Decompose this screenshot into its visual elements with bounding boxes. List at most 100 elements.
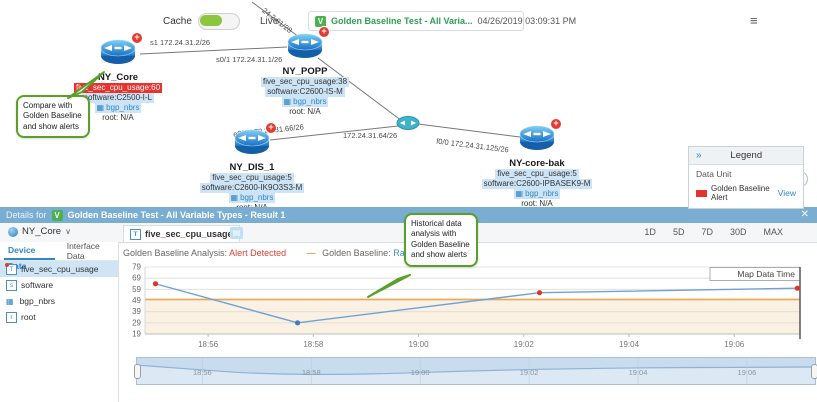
- runner-badge-icon: V: [315, 15, 326, 27]
- range-30d[interactable]: 30D: [729, 227, 747, 237]
- view-link[interactable]: View: [777, 188, 796, 198]
- data-unit[interactable]: software:C2500-I-L: [81, 93, 155, 103]
- baseline-line-icon: —: [306, 248, 316, 258]
- svg-text:18:56: 18:56: [198, 340, 219, 349]
- device-name[interactable]: NY_POPP: [282, 66, 328, 77]
- table-icon: ▦: [6, 296, 14, 306]
- svg-text:19:04: 19:04: [619, 340, 640, 349]
- map-menu-icon[interactable]: ≡: [750, 13, 758, 28]
- analysis-summary: Golden Baseline Analysis: Alert Detected…: [123, 248, 451, 258]
- annotation-callout: Historical data analysis with Golden Bas…: [404, 213, 478, 267]
- range-1d[interactable]: 1D: [644, 227, 656, 237]
- range-handle-left[interactable]: [134, 364, 141, 379]
- details-panel: Details for V Golden Baseline Test - All…: [0, 207, 817, 402]
- table-icon: ▦: [96, 103, 105, 112]
- cache-label: Cache: [163, 16, 192, 27]
- data-unit-alert[interactable]: five_sec_cpu_usage:60: [73, 83, 163, 93]
- data-unit: root: N/A: [102, 113, 134, 122]
- range-handle-right[interactable]: [811, 364, 817, 379]
- alert-badge-icon: +: [550, 118, 562, 130]
- svg-text:69: 69: [132, 274, 141, 283]
- sidebar-item-root[interactable]: r root: [0, 309, 118, 325]
- device-name[interactable]: NY_Core: [97, 72, 139, 83]
- sidebar-item-software[interactable]: s software: [0, 277, 118, 293]
- range-5d[interactable]: 5D: [672, 227, 685, 237]
- tab-device-data[interactable]: Device Data: [4, 242, 55, 271]
- device-name[interactable]: NY_DIS_1: [229, 162, 275, 173]
- data-unit-table-link[interactable]: ▦bgp_nbrs: [281, 97, 329, 107]
- variable-icon: T: [130, 228, 141, 240]
- chevron-down-icon: ∨: [65, 227, 71, 236]
- topology-map: Cache Live V Golden Baseline Test - All …: [16, 1, 808, 212]
- multi-access-hub-icon: [396, 116, 420, 130]
- cache-toggle[interactable]: [197, 13, 240, 30]
- data-unit[interactable]: software:C2600-IPBASEK9-M: [481, 179, 593, 189]
- svg-text:79: 79: [132, 263, 141, 272]
- sidebar-item-five-sec-cpu-usage[interactable]: T five_sec_cpu_usage: [0, 261, 118, 277]
- variable-icon: T: [5, 262, 17, 275]
- alert-badge-icon: +: [318, 26, 330, 38]
- data-unit-table-link[interactable]: ▦bgp_nbrs: [513, 189, 561, 199]
- range-7d[interactable]: 7D: [701, 227, 713, 237]
- time-range-buttons: 1D 5D 7D 30D MAX: [644, 227, 783, 237]
- svg-text:19:04: 19:04: [629, 368, 648, 377]
- svg-text:19: 19: [132, 330, 141, 339]
- close-icon[interactable]: ✕: [800, 209, 809, 220]
- chart-view-icon[interactable]: ▤: [230, 227, 243, 239]
- device-icon: [8, 226, 18, 237]
- selected-device[interactable]: NY_Core: [22, 226, 62, 237]
- table-icon: ▦: [230, 193, 239, 202]
- topology-links: [139, 1, 521, 141]
- device-node[interactable]: + NY_POPP five_sec_cpu_usage:38 software…: [240, 26, 370, 117]
- live-label: Live: [260, 16, 279, 27]
- alert-badge-icon: +: [131, 32, 143, 44]
- data-unit: root: N/A: [289, 107, 321, 116]
- device-node[interactable]: + NY_DIS_1 five_sec_cpu_usage:5 software…: [187, 122, 317, 213]
- callout-tail: [67, 71, 105, 99]
- legend-panel: » Legend Data Unit Golden Baseline Alert…: [688, 146, 804, 209]
- runner-title[interactable]: Golden Baseline Test - All Varia...: [331, 16, 473, 26]
- tab-interface-data[interactable]: Interface Data: [66, 241, 100, 261]
- variable-icon: s: [6, 279, 17, 291]
- svg-text:19:00: 19:00: [411, 368, 430, 377]
- data-unit[interactable]: software:C2600-IK9O3S3-M: [199, 183, 305, 193]
- annotation-callout: Compare with Golden Baseline and show al…: [16, 95, 90, 139]
- data-unit[interactable]: five_sec_cpu_usage:38: [260, 77, 350, 87]
- sidebar-item-bgp-nbrs[interactable]: ▦ bgp_nbrs: [6, 296, 56, 306]
- baseline-label: Golden Baseline:: [322, 248, 391, 258]
- svg-text:59: 59: [132, 285, 141, 294]
- runner-selector[interactable]: V Golden Baseline Test - All Varia... 04…: [308, 11, 576, 31]
- device-node[interactable]: + NY_Core five_sec_cpu_usage:60 software…: [53, 32, 183, 123]
- device-name[interactable]: NY-core-bak: [509, 158, 565, 169]
- device-node[interactable]: + NY-core-bak five_sec_cpu_usage:5 softw…: [472, 118, 602, 209]
- analysis-label: Golden Baseline Analysis:: [123, 248, 228, 258]
- data-sidebar: Device Data Interface Data T five_sec_cp…: [0, 241, 119, 402]
- svg-text:49: 49: [132, 296, 141, 305]
- svg-text:18:56: 18:56: [193, 368, 212, 377]
- data-unit[interactable]: software:C2600-IS-M: [265, 87, 345, 97]
- link-label: s0/1 172.24.31.1/26: [216, 55, 283, 64]
- data-unit[interactable]: five_sec_cpu_usage:5: [210, 173, 294, 183]
- svg-text:39: 39: [132, 307, 141, 316]
- alert-badge-icon: +: [265, 122, 277, 134]
- collapse-icon[interactable]: »: [696, 150, 702, 161]
- runner-timestamp: 04/26/2019 03:09:31 PM: [477, 16, 577, 26]
- svg-text:19:02: 19:02: [520, 368, 539, 377]
- data-unit-table-link[interactable]: ▦bgp_nbrs: [94, 103, 142, 113]
- table-icon: ▦: [515, 189, 524, 198]
- details-for-label: Details for: [6, 210, 47, 220]
- device-selector[interactable]: NY_Core ∨: [8, 226, 71, 237]
- data-unit-table-link[interactable]: ▦bgp_nbrs: [228, 193, 276, 203]
- variable-tab[interactable]: T five_sec_cpu_usage: [123, 225, 240, 242]
- alert-color-swatch: [696, 189, 707, 197]
- range-max[interactable]: MAX: [763, 227, 783, 237]
- data-unit: root: N/A: [521, 199, 553, 208]
- callout-tail: [367, 274, 411, 298]
- legend-section-label: Data Unit: [696, 169, 732, 179]
- data-unit[interactable]: five_sec_cpu_usage:5: [495, 169, 579, 179]
- svg-text:18:58: 18:58: [302, 368, 321, 377]
